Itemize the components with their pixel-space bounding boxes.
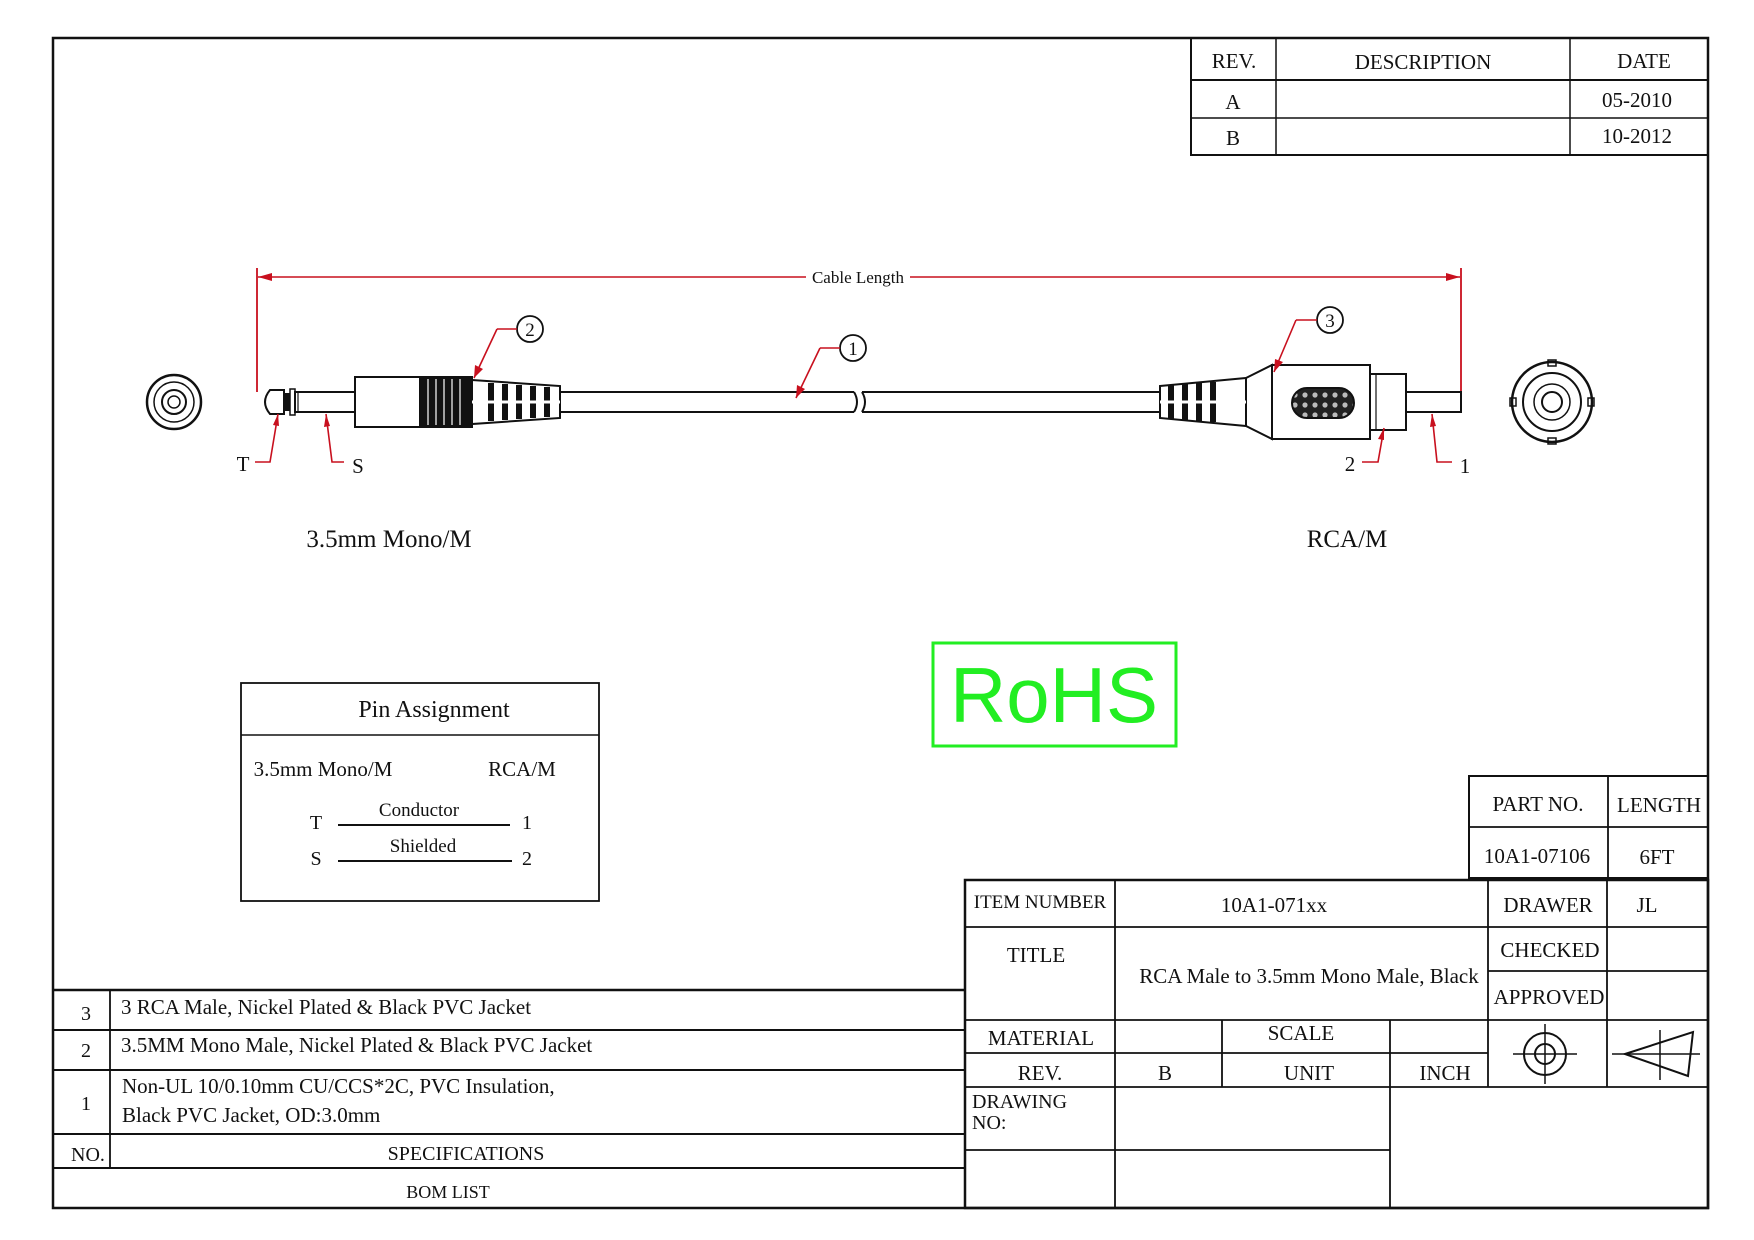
pin-leaders xyxy=(255,413,1452,463)
svg-text:RoHS: RoHS xyxy=(950,651,1158,739)
rev-row-date: 10-2012 xyxy=(1602,124,1672,148)
rohs-mark: RoHS xyxy=(931,641,1178,748)
bom-spec-header: SPECIFICATIONS xyxy=(388,1143,545,1165)
material-label: MATERIAL xyxy=(988,1026,1094,1050)
pin-assignment-title: Pin Assignment xyxy=(358,697,510,723)
sheet-border xyxy=(51,36,1710,1210)
bom-row-spec: 3 RCA Male, Nickel Plated & Black PVC Ja… xyxy=(121,995,531,1019)
pin-row-label: Shielded xyxy=(390,836,457,857)
date-header: DATE xyxy=(1617,49,1671,73)
projection-cone-icon xyxy=(1612,1030,1700,1080)
pin-row-left: T xyxy=(310,812,322,834)
pin-row-label: Conductor xyxy=(379,800,460,821)
scale-label: SCALE xyxy=(1268,1021,1335,1045)
revision-table: REV. DESCRIPTION DATE A 05-2010 B 10-201… xyxy=(1190,37,1709,156)
svg-text:2: 2 xyxy=(525,320,535,341)
rca-plug xyxy=(1159,363,1462,441)
title-label: TITLE xyxy=(1007,943,1065,967)
bom-footer: BOM LIST xyxy=(406,1182,490,1202)
callout-1: 1 xyxy=(795,334,867,399)
title-value: RCA Male to 3.5mm Mono Male, Black xyxy=(1139,964,1479,988)
bom-row-spec: Non-UL 10/0.10mm CU/CCS*2C, PVC Insulati… xyxy=(122,1074,555,1098)
cable-length-dimension: Cable Length xyxy=(256,268,1462,392)
title-block: PART NO. LENGTH 10A1-07106 6FT ITEM NUMB… xyxy=(963,775,1710,1210)
approved-label: APPROVED xyxy=(1494,985,1605,1009)
bom-row-spec: 3.5MM Mono Male, Nickel Plated & Black P… xyxy=(121,1033,592,1057)
cable xyxy=(560,391,1160,413)
length-value: 6FT xyxy=(1639,845,1674,869)
item-number-value: 10A1-071xx xyxy=(1221,893,1328,917)
pin-row-right: 2 xyxy=(522,848,532,870)
drawer-label: DRAWER xyxy=(1503,893,1592,917)
rev-header: REV. xyxy=(1212,49,1257,73)
drawing-no-label: DRAWING xyxy=(972,1091,1067,1113)
pin-assignment-table: Pin Assignment 3.5mm Mono/M RCA/M T Cond… xyxy=(240,682,600,902)
svg-text:1: 1 xyxy=(848,339,858,360)
callout-3: 3 xyxy=(1273,306,1344,373)
pin-left-header: 3.5mm Mono/M xyxy=(254,757,393,781)
pin-row-right: 1 xyxy=(522,812,532,834)
checked-label: CHECKED xyxy=(1500,938,1599,962)
bom-row-spec: Black PVC Jacket, OD:3.0mm xyxy=(122,1103,380,1127)
part-no-value: 10A1-07106 xyxy=(1484,844,1590,868)
pin-right-header: RCA/M xyxy=(488,757,556,781)
right-end-view xyxy=(1509,359,1595,445)
pin-row-left: S xyxy=(310,848,321,870)
unit-value: INCH xyxy=(1419,1061,1470,1085)
sleeve-label: S xyxy=(352,454,364,478)
bom-no-header: NO. xyxy=(71,1144,105,1166)
left-connector-label: 3.5mm Mono/M xyxy=(306,526,471,553)
rev-row-rev: A xyxy=(1225,90,1241,114)
rev-row-rev: B xyxy=(1226,126,1240,150)
rev-value: B xyxy=(1158,1061,1172,1085)
unit-label: UNIT xyxy=(1284,1061,1334,1085)
tip-label: T xyxy=(237,452,250,476)
drawer-value: JL xyxy=(1637,893,1658,917)
left-end-view xyxy=(145,373,203,431)
svg-text:3: 3 xyxy=(1325,311,1335,332)
cable-length-label: Cable Length xyxy=(812,268,905,287)
item-number-label: ITEM NUMBER xyxy=(974,892,1107,913)
length-label: LENGTH xyxy=(1617,793,1701,817)
mono-plug xyxy=(264,376,561,428)
bom-row-no: 3 xyxy=(81,1003,91,1025)
description-header: DESCRIPTION xyxy=(1355,50,1492,74)
rev-label: REV. xyxy=(1018,1061,1063,1085)
bom-table: 3 3 RCA Male, Nickel Plated & Black PVC … xyxy=(53,988,965,1202)
right-connector-label: RCA/M xyxy=(1307,526,1388,553)
drawing-no-label: NO: xyxy=(972,1112,1006,1134)
projection-circle-icon xyxy=(1513,1024,1577,1084)
bom-row-no: 2 xyxy=(81,1040,91,1062)
rca-pin1-label: 1 xyxy=(1460,454,1471,478)
rev-row-date: 05-2010 xyxy=(1602,88,1672,112)
bom-row-no: 1 xyxy=(81,1093,91,1115)
part-no-label: PART NO. xyxy=(1493,792,1584,816)
callout-2: 2 xyxy=(473,315,544,379)
rca-pin2-label: 2 xyxy=(1345,452,1356,476)
